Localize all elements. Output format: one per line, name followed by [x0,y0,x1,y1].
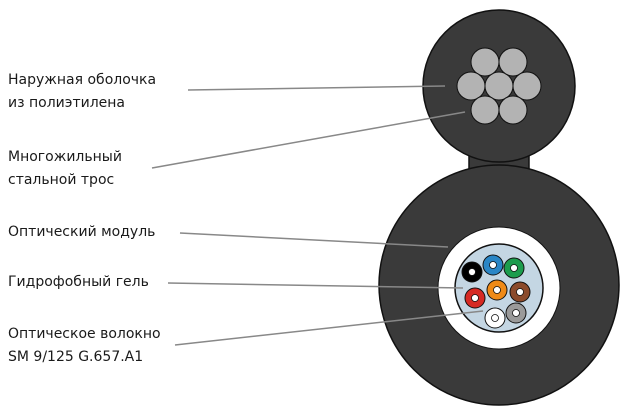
steel-strand [498,95,528,125]
fiber-gray-core [512,309,520,317]
label-outer-sheath-line1: Наружная оболочка [8,72,157,88]
messenger-section [422,9,576,181]
main-cable-section [378,164,620,406]
leader-lines [151,85,484,346]
label-steel-cable-line1: Многожильный [8,149,122,165]
label-optical-fiber: Оптическое волокно SM 9/125 G.657.A1 [8,323,161,369]
steel-strand [498,47,528,77]
steel-strand [456,71,486,101]
steel-strand [512,71,542,101]
leader-outer-sheath [187,85,446,91]
label-optical-module-line1: Оптический модуль [8,224,156,240]
leader-optical-fiber [174,310,484,346]
fiber-orange-core [493,286,501,294]
leader-optical-module [179,232,449,248]
optical-fibers [461,254,531,329]
label-steel-cable-line2: стальной трос [8,172,115,188]
fiber-white-core [491,314,499,322]
leader-steel-cable [151,111,466,169]
label-optical-fiber-line1: Оптическое волокно [8,326,161,342]
label-steel-cable: Многожильный стальной трос [8,146,122,192]
steel-strand [470,47,500,77]
label-hydrophobic-gel: Гидрофобный гель [8,271,149,294]
leader-hydrophobic-gel [167,282,464,289]
label-optical-module: Оптический модуль [8,221,155,244]
fiber-black-core [468,268,476,276]
fiber-red-core [471,294,479,302]
fiber-blue-core [489,261,497,269]
steel-strands [456,47,542,125]
fiber-green-core [510,264,518,272]
label-outer-sheath: Наружная оболочка из полиэтилена [8,69,156,115]
label-optical-fiber-line2: SM 9/125 G.657.A1 [8,349,144,365]
label-hydrophobic-gel-line1: Гидрофобный гель [8,274,149,290]
steel-strand [484,71,514,101]
fiber-brown-core [516,288,524,296]
label-outer-sheath-line2: из полиэтилена [8,95,125,111]
steel-strand [470,95,500,125]
